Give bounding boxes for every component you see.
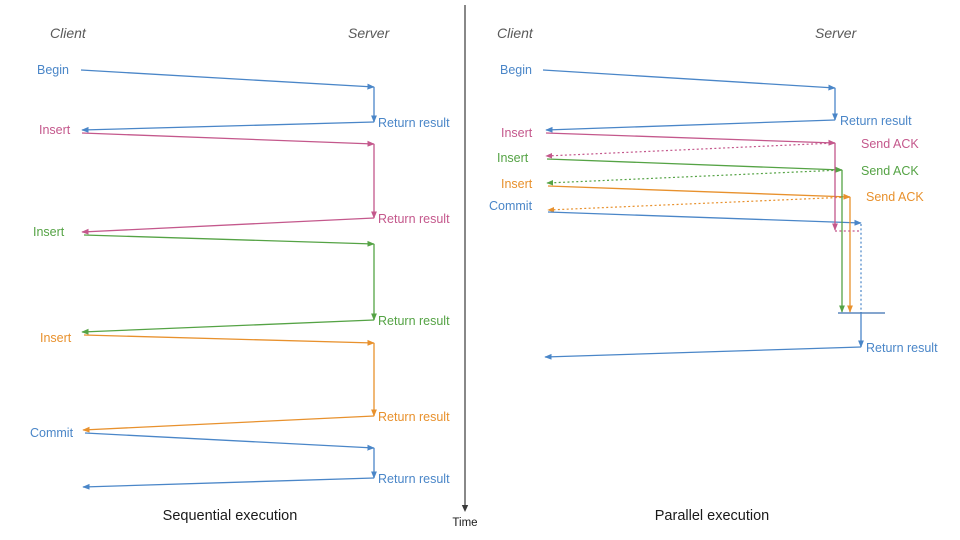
parallel-insert2-send-ack-label: Send ACK [861,164,919,178]
parallel-insert3-send-ack-label: Send ACK [866,190,924,204]
sequential-insert3-request-label: Insert [40,331,72,345]
parallel-commit-request-label: Commit [489,199,533,213]
parallel-begin-return-result-label: Return result [840,114,912,128]
sequential-insert2-request [83,234,375,247]
parallel-insert3-send-ack [547,196,851,213]
parallel-begin-request [542,69,836,91]
parallel-client-lane-title: Client [497,25,534,41]
parallel-insert1-request [545,132,836,146]
sequential-insert2-request-label: Insert [33,225,65,239]
parallel-insert3-request [547,185,851,200]
sequential-insert3-return-result-label: Return result [378,410,450,424]
sequential-client-lane-title: Client [50,25,87,41]
sequential-insert1-return-result [81,217,375,235]
sequential-insert1-return-result-label: Return result [378,212,450,226]
parallel-insert1-send-ack [545,142,836,159]
caption-parallel: Parallel execution [655,508,769,524]
caption-sequential: Sequential execution [163,508,298,524]
sequential-begin-request-label: Begin [37,63,69,77]
parallel-commit-return-result [544,346,862,360]
parallel-insert1-send-ack-label: Send ACK [861,137,919,151]
sequential-server-lane-title: Server [348,25,391,41]
sequential-commit-request-label: Commit [30,426,74,440]
sequential-insert2-return-result [81,319,375,335]
sequential-insert1-request [81,132,375,147]
sequential-begin-return-result [81,121,375,133]
parallel-insert2-request-label: Insert [497,151,529,165]
parallel-insert1-request-label: Insert [501,126,533,140]
sequential-insert2-return-result-label: Return result [378,314,450,328]
sequential-insert3-request [83,334,375,346]
parallel-commit-return-result-label: Return result [866,341,938,355]
parallel-server-lane-title: Server [815,25,858,41]
parallel-insert2-request [546,158,843,173]
sequential-commit-request [84,432,375,451]
sequential-commit-return-result [82,477,375,490]
sequential-begin-request [80,69,375,90]
parallel-begin-request-label: Begin [500,63,532,77]
time-axis-group: Time [452,5,478,529]
parallel-begin-return-result [545,119,836,133]
time-axis-label: Time [452,517,477,529]
sequential-begin-return-result-label: Return result [378,116,450,130]
parallel-insert3-request-label: Insert [501,177,533,191]
sequential-insert3-return-result [82,415,375,433]
parallel-commit-request [547,211,862,226]
parallel-insert2-send-ack [546,169,843,186]
sequential-commit-return-result-label: Return result [378,472,450,486]
time-axis-arrowhead [461,505,469,512]
sequential-insert1-request-label: Insert [39,123,71,137]
